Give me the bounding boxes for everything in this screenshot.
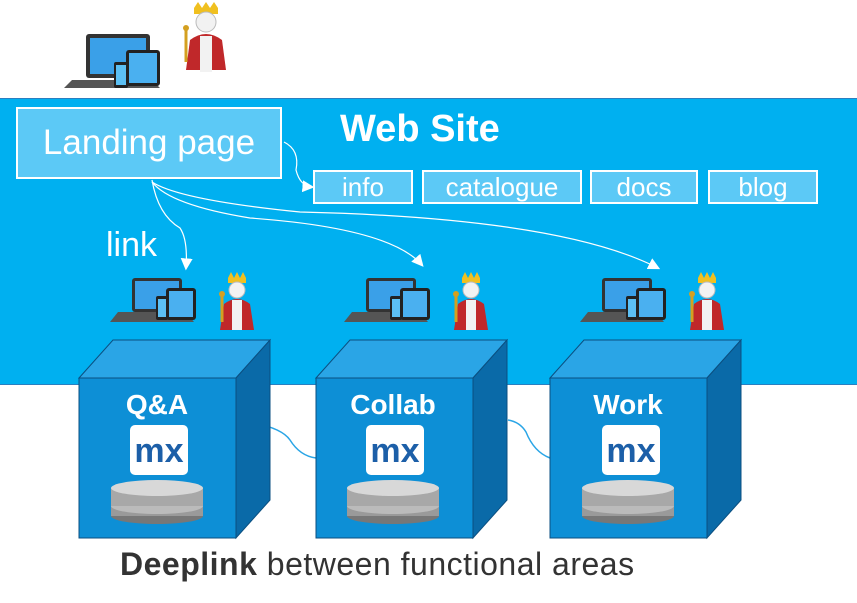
mx-logo-text: mx [606, 432, 655, 470]
mx-logo-icon [602, 425, 660, 475]
landing-page-box[interactable]: Landing page [16, 107, 282, 179]
nav-catalogue[interactable]: catalogue [422, 170, 582, 204]
nav-blog[interactable]: blog [708, 170, 818, 204]
arrow-to-collab [151, 181, 424, 267]
cube-collab[interactable]: Collab mx [314, 338, 509, 540]
nav-docs[interactable]: docs [590, 170, 698, 204]
link-label: link [106, 226, 158, 264]
arrow-to-work [151, 181, 661, 270]
cube-work[interactable]: Work mx [548, 338, 743, 540]
king-user-icon [219, 272, 254, 330]
database-icon [111, 480, 203, 524]
database-icon [582, 480, 674, 524]
mx-logo-text: mx [370, 432, 419, 470]
user-group-qa [110, 272, 254, 330]
top-user-group [64, 2, 226, 88]
caption-rest: between functional areas [257, 546, 635, 582]
arrow-to-qa [151, 179, 193, 271]
database-icon [347, 480, 439, 524]
mx-logo-icon [366, 425, 424, 475]
mx-logo-text: mx [134, 432, 183, 470]
devices-icon [64, 34, 160, 88]
cube-qa[interactable]: Q&A mx [77, 338, 272, 540]
user-group-work [580, 272, 724, 330]
mx-logo-icon [130, 425, 188, 475]
king-user-icon [183, 2, 226, 72]
devices-icon [344, 278, 430, 322]
king-user-icon [689, 272, 724, 330]
cube-label-collab: Collab [350, 389, 436, 420]
caption: Deeplink between functional areas [120, 546, 635, 583]
cube-label-qa: Q&A [126, 389, 188, 420]
devices-icon [110, 278, 196, 322]
king-user-icon [453, 272, 488, 330]
web-site-title: Web Site [340, 108, 500, 150]
nav-info[interactable]: info [313, 170, 413, 204]
connector-collab-work [507, 419, 551, 459]
arrow-to-info [283, 141, 315, 193]
user-group-collab [344, 272, 488, 330]
caption-bold: Deeplink [120, 546, 258, 582]
cube-label-work: Work [593, 389, 663, 420]
devices-icon [580, 278, 666, 322]
